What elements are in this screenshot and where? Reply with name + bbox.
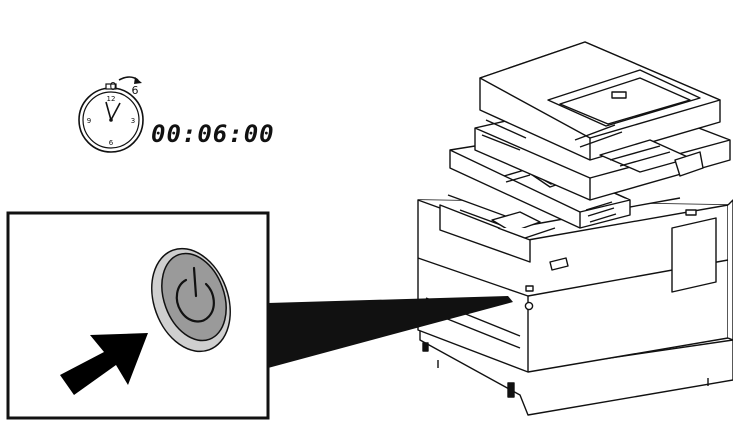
clock-number-3: 3 [131, 117, 135, 125]
clock-number-9: 9 [87, 117, 91, 125]
stopwatch-icon: 12 3 6 9 0 6 [78, 76, 144, 153]
power-button [161, 252, 227, 342]
power-symbol-icon [175, 266, 215, 323]
cassette-handle [507, 382, 515, 398]
zoom-connector-beam [268, 296, 513, 368]
clock-number-6: 6 [109, 139, 114, 147]
dial-end-label: 6 [132, 84, 139, 97]
inset-power-button-zoom [6, 211, 270, 420]
dial-start-label: 0 [110, 80, 117, 93]
clock-number-12: 12 [107, 95, 116, 103]
press-arrow-icon [60, 333, 148, 395]
timer-display: 00:06:00 [151, 120, 275, 148]
printer-illustration [417, 41, 733, 416]
printer-power-button [524, 301, 534, 311]
